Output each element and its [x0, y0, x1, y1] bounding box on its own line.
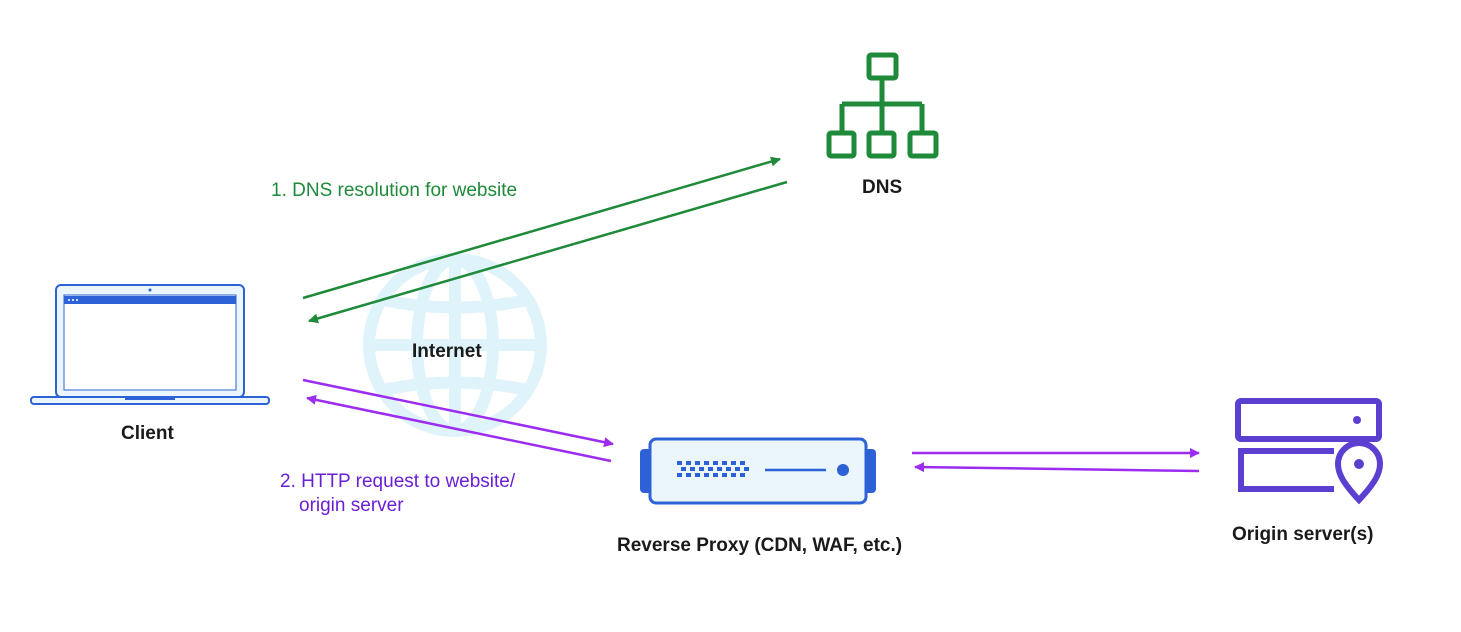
dns-request-arrow: [302, 156, 781, 300]
origin-to-proxy-arrow: [914, 462, 1200, 473]
dns-label: DNS: [862, 177, 903, 198]
client-label: Client: [121, 423, 174, 444]
laptop-icon: [30, 284, 270, 405]
globe-icon: [363, 253, 547, 437]
dns-flow-arrows: [302, 156, 788, 324]
proxy-label: Reverse Proxy (CDN, WAF, etc.): [617, 535, 903, 556]
http-flow-arrows: [302, 378, 1200, 473]
internet-label: Internet: [412, 341, 482, 362]
origin-server-icon: [1235, 398, 1384, 505]
dns-hierarchy-icon: [826, 52, 939, 159]
proxy-appliance-icon: [640, 437, 876, 505]
dns-response-arrow: [308, 180, 788, 324]
step2-line1: 2. HTTP request to website/: [280, 471, 516, 492]
step2-line2: origin server: [299, 495, 404, 516]
http-request-arrow: [302, 378, 614, 448]
http-response-arrow: [306, 394, 612, 463]
step1-label: 1. DNS resolution for website: [271, 180, 518, 201]
step2-label: 2. HTTP request to website/ origin serve…: [280, 470, 515, 518]
origin-label: Origin server(s): [1232, 524, 1374, 545]
